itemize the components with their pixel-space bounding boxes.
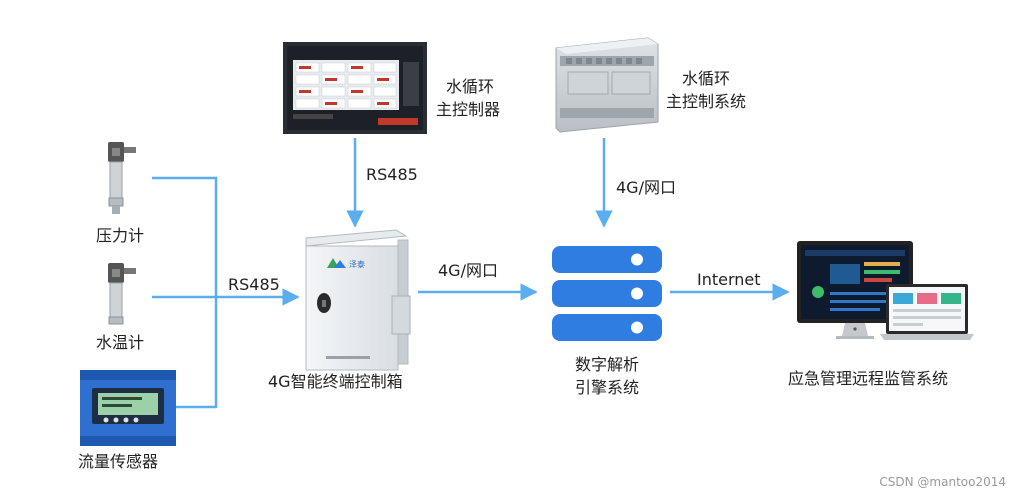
edge-label-system-4g: 4G/网口 xyxy=(616,178,676,197)
water-temp-gauge-label: 水温计 xyxy=(96,333,145,352)
temperature-transmitter-icon xyxy=(108,263,136,325)
sensor-bus-lines xyxy=(152,176,218,409)
pressure-gauge-line xyxy=(152,176,218,408)
monitor-laptop-icon xyxy=(797,241,974,340)
engine-label-line2: 引擎系统 xyxy=(574,378,640,397)
loop-system-label-line2: 主控制系统 xyxy=(666,92,747,111)
flow-meter-icon xyxy=(80,370,176,446)
plc-icon xyxy=(555,37,659,133)
watermark: CSDN @mantoo2014 xyxy=(879,475,1006,489)
control-box-icon: 泽泰 xyxy=(305,229,411,371)
flow-sensor-label: 流量传感器 xyxy=(78,452,159,471)
loop-controller-label-line2: 主控制器 xyxy=(436,100,501,119)
loop-controller-label-line1: 水循环 xyxy=(446,77,495,96)
engine-label-line1: 数字解析 xyxy=(574,355,640,374)
monitoring-label: 应急管理远程监管系统 xyxy=(788,369,949,388)
edge-label-controller-rs485: RS485 xyxy=(366,165,418,184)
pressure-gauge-label: 压力计 xyxy=(96,226,145,245)
server-stack-icon xyxy=(552,246,662,341)
panel-display-icon xyxy=(283,42,427,134)
box-brand-text: 泽泰 xyxy=(349,259,365,269)
loop-system-label-line1: 水循环 xyxy=(682,69,731,88)
edge-label-internet: Internet xyxy=(697,270,761,289)
terminal-box-label: 4G智能终端控制箱 xyxy=(268,372,403,391)
edge-label-box-4g: 4G/网口 xyxy=(438,261,498,280)
pressure-transmitter-icon xyxy=(108,142,136,214)
edge-label-sensors-rs485: RS485 xyxy=(228,275,280,294)
